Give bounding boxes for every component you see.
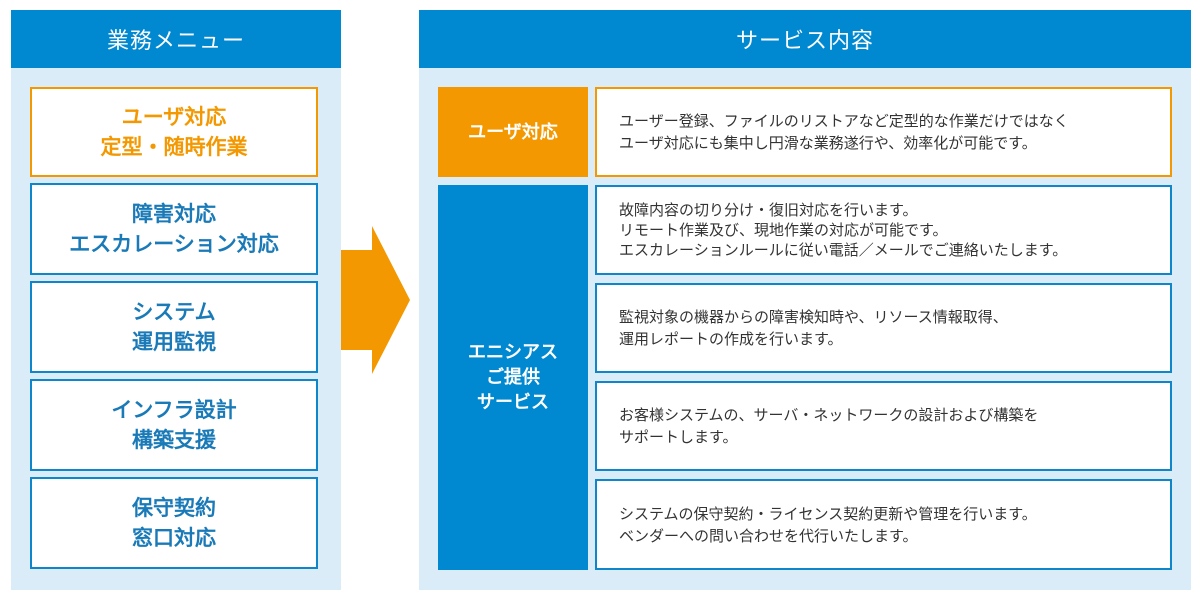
description-line: ユーザ対応にも集中し円滑な業務遂行や、効率化が可能です。 xyxy=(619,134,1037,152)
description-line: ユーザー登録、ファイルのリストアなど定型的な作業だけではなく xyxy=(619,112,1069,130)
menu-item-line: システム xyxy=(132,300,216,324)
description-user-support: ユーザー登録、ファイルのリストアなど定型的な作業だけではなく ユーザ対応にも集中… xyxy=(595,87,1172,177)
menu-item-line: ユーザ対応 xyxy=(121,105,227,129)
description-line: サポートします。 xyxy=(619,428,738,446)
description-line: エスカレーションルールに従い電話／メールでご連絡いたします。 xyxy=(619,241,1068,259)
description-line: システムの保守契約・ライセンス契約更新や管理を行います。 xyxy=(619,504,1037,523)
arrow-shape xyxy=(341,226,410,374)
description-line: ベンダーへの問い合わせを代行いたします。 xyxy=(619,526,918,545)
menu-item-line: インフラ設計 xyxy=(111,398,237,422)
menu-item-line: 障害対応 xyxy=(132,202,216,226)
menu-item-line: 窓口対応 xyxy=(132,526,216,550)
description-incident-response: 故障内容の切り分け・復旧対応を行います。 リモート作業及び、現地作業の対応が可能… xyxy=(595,185,1172,275)
description-line: 監視対象の機器からの障害検知時や、リソース情報取得、 xyxy=(619,308,1008,326)
category-label-user-support: ユーザ対応 xyxy=(438,87,588,177)
menu-item-infrastructure-design[interactable]: インフラ設計 構築支援 xyxy=(30,379,318,471)
menu-item-line: 構築支援 xyxy=(132,428,216,452)
description-line: リモート作業及び、現地作業の対応が可能です。 xyxy=(619,221,948,239)
description-line: 運用レポートの作成を行います。 xyxy=(619,330,843,348)
service-content-panel: サービス内容 ユーザ対応 エニシアス ご提供 サービス ユーザー登録、ファイルの… xyxy=(419,10,1191,590)
category-label-provided-services: エニシアス ご提供 サービス xyxy=(438,185,588,570)
menu-item-line: 運用監視 xyxy=(132,330,216,354)
service-content-title: サービス内容 xyxy=(419,10,1191,68)
description-system-monitoring: 監視対象の機器からの障害検知時や、リソース情報取得、 運用レポートの作成を行いま… xyxy=(595,283,1172,373)
menu-item-line: 保守契約 xyxy=(132,496,216,520)
right-arrow-icon xyxy=(341,226,410,374)
description-line: 故障内容の切り分け・復旧対応を行います。 xyxy=(619,201,918,219)
description-infrastructure-design: お客様システムの、サーバ・ネットワークの設計および構築を サポートします。 xyxy=(595,381,1172,471)
category-label-line: ご提供 xyxy=(486,367,540,388)
category-label-line: サービス xyxy=(477,392,549,413)
business-menu-title: 業務メニュー xyxy=(11,10,341,68)
menu-item-line: エスカレーション対応 xyxy=(69,232,279,256)
menu-item-line: 定型・随時作業 xyxy=(100,135,248,159)
menu-item-maintenance-contract[interactable]: 保守契約 窓口対応 xyxy=(30,477,318,569)
category-label-line: ユーザ対応 xyxy=(468,121,558,143)
business-menu-panel: 業務メニュー ユーザ対応 定型・随時作業 障害対応 エスカレーション対応 システ… xyxy=(11,10,341,590)
menu-item-user-support[interactable]: ユーザ対応 定型・随時作業 xyxy=(30,87,318,177)
category-label-line: エニシアス xyxy=(468,342,558,363)
description-line: お客様システムの、サーバ・ネットワークの設計および構築を xyxy=(619,406,1039,424)
menu-item-incident-response[interactable]: 障害対応 エスカレーション対応 xyxy=(30,183,318,275)
menu-item-system-monitoring[interactable]: システム 運用監視 xyxy=(30,281,318,373)
description-maintenance-contract: システムの保守契約・ライセンス契約更新や管理を行います。 ベンダーへの問い合わせ… xyxy=(595,479,1172,570)
